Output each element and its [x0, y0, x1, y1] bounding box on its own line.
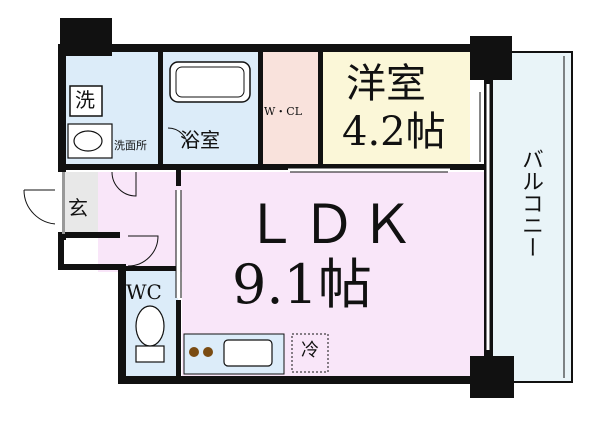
bath-door — [167, 127, 189, 149]
washroom-door — [111, 171, 137, 197]
washer — [69, 85, 103, 117]
bath-label: 浴室 — [180, 128, 220, 152]
wcl-floor — [262, 52, 320, 166]
entrance-door — [23, 189, 59, 225]
fridge-label: 冷 — [301, 340, 319, 361]
balcony-area — [491, 51, 573, 383]
stove-burner — [203, 347, 213, 357]
entrance-label: 玄 — [68, 196, 88, 220]
entrance-floor — [62, 172, 98, 232]
kitchen-sink — [223, 339, 273, 367]
wc-label: WC — [126, 280, 162, 304]
washroom-label: 洗面所 — [114, 139, 147, 152]
balcony-label: バルコニー — [518, 148, 543, 258]
toilet-tank — [135, 345, 165, 363]
wc-door — [127, 235, 159, 267]
stove-burner — [189, 347, 199, 357]
ldk-size: 9.1帖 — [232, 253, 372, 316]
washer-label: 洗 — [75, 88, 95, 112]
fridge-space — [291, 333, 329, 373]
western-room-size: 4.2帖 — [342, 109, 446, 155]
toilet-bowl — [135, 305, 165, 347]
western-room-floor — [322, 52, 470, 166]
bathtub — [169, 61, 251, 103]
hall-floor — [98, 172, 182, 272]
wcl-label: W・CL — [264, 105, 303, 118]
ldk-name: ＬＤＫ — [244, 193, 418, 256]
western-room-name: 洋室 — [346, 61, 426, 107]
